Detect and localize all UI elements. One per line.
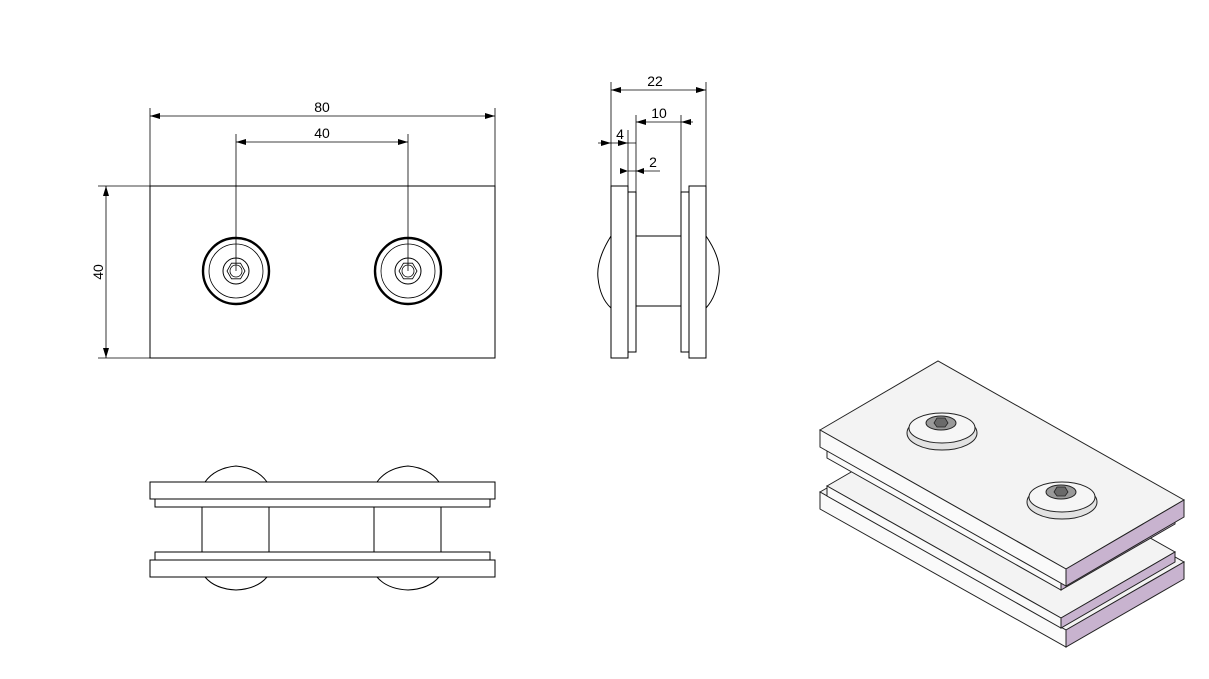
- side-view: 22 10 4 2: [597, 73, 720, 359]
- top-plate-lower: [149, 559, 496, 578]
- top-bolt-head-left-upper: [204, 465, 268, 483]
- top-pad-upper: [154, 498, 491, 508]
- side-plate-left: [610, 185, 629, 359]
- dim-front-height: 40: [90, 185, 150, 359]
- dim-front-hole-spacing-label: 40: [314, 125, 330, 141]
- dim-side-overall-label: 22: [647, 73, 663, 89]
- iso-plate-upper: [818, 360, 1186, 587]
- dim-front-height-label: 40: [90, 264, 106, 280]
- front-plate-outline: [149, 185, 496, 359]
- side-bolt-head-right: [705, 235, 720, 309]
- dim-side-offset: 2: [620, 154, 660, 174]
- top-bolt-head-right-lower: [376, 576, 440, 591]
- top-view: [149, 465, 496, 591]
- iso-bolt-left: [906, 412, 978, 451]
- dim-side-plate-label: 4: [616, 126, 624, 142]
- dim-side-overall: 22: [610, 73, 707, 186]
- top-bolt-head-right-upper: [376, 465, 440, 483]
- dim-side-offset-label: 2: [649, 154, 657, 170]
- top-bolt-head-left-lower: [204, 576, 268, 591]
- dim-front-width-label: 80: [314, 99, 330, 115]
- iso-bolt-right: [1026, 481, 1098, 520]
- dim-front-hole-spacing: 40: [235, 125, 409, 271]
- dim-side-gap: 10: [635, 105, 693, 192]
- dim-side-plate: 4: [598, 126, 636, 186]
- side-plate-right: [688, 185, 707, 359]
- dim-side-gap-label: 10: [651, 105, 667, 121]
- front-view: 80 40 40: [90, 99, 496, 359]
- isometric-view: [818, 360, 1186, 648]
- top-spacer-left: [201, 506, 270, 553]
- side-bolt-head-left: [597, 235, 612, 309]
- top-spacer-right: [373, 506, 442, 553]
- top-plate-upper: [149, 481, 496, 500]
- side-pad-right: [680, 191, 690, 353]
- side-pad-left: [627, 191, 637, 353]
- dim-front-width: 80: [149, 99, 496, 186]
- top-pad-lower: [154, 551, 491, 561]
